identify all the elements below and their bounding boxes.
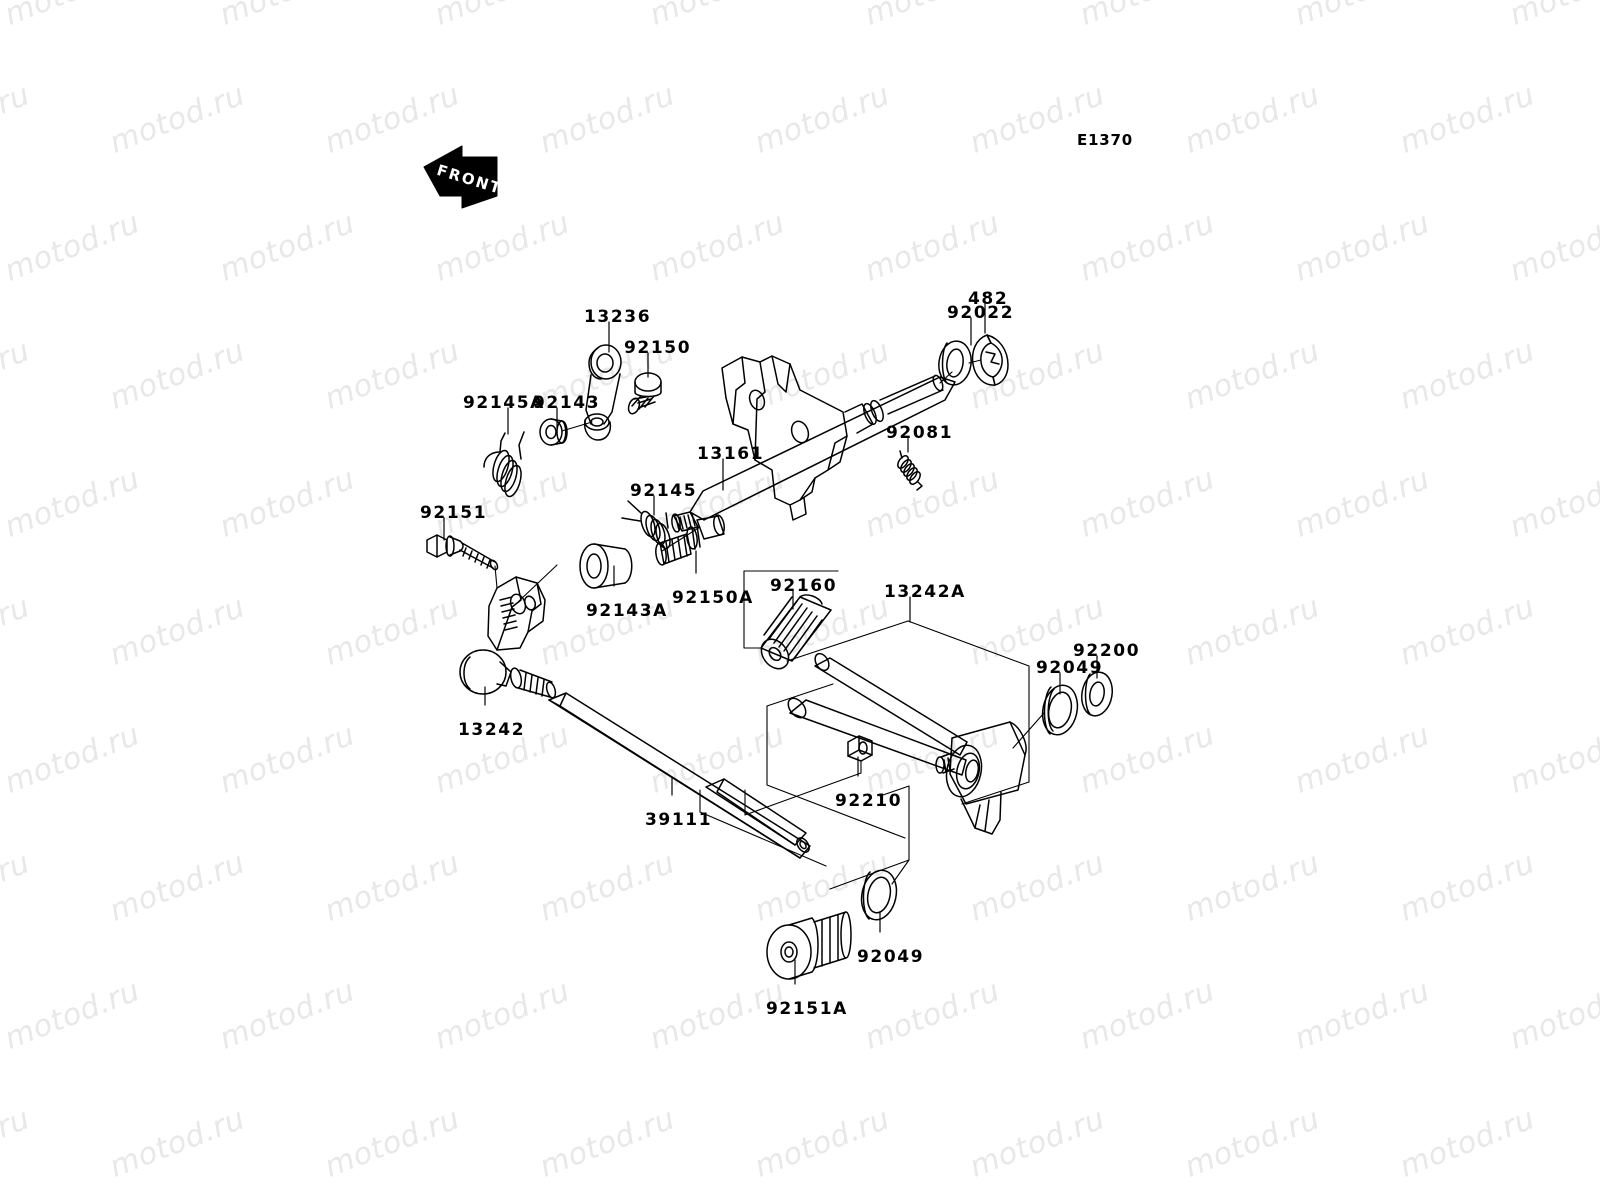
part-92160-grip bbox=[760, 594, 832, 670]
part-92049-seal-lower bbox=[860, 869, 898, 921]
part-13236-lever bbox=[583, 344, 622, 441]
part-482-eclip bbox=[971, 334, 1009, 386]
part-label-washer-thrust: 92200 bbox=[1073, 641, 1141, 661]
assembly-grouping-lines bbox=[699, 570, 1045, 890]
diagram-code: E1370 bbox=[1077, 131, 1133, 149]
part-92081-spring bbox=[897, 450, 923, 491]
part-92150A-bolt bbox=[655, 514, 725, 566]
part-label-shaft-gear-change: 13161 bbox=[697, 444, 765, 464]
part-92049-seal-upper bbox=[1041, 684, 1079, 736]
part-label-spring-tension: 92081 bbox=[886, 423, 954, 443]
part-13161-shaft bbox=[671, 355, 956, 533]
part-92200-washer bbox=[1080, 671, 1114, 717]
part-label-clip-e-ring: 482 bbox=[968, 289, 1009, 309]
part-92022-washer bbox=[938, 340, 972, 386]
part-92210-nut bbox=[847, 735, 873, 762]
part-label-seal-oil-upper: 92049 bbox=[1036, 658, 1104, 678]
part-label-nut-lock: 92210 bbox=[835, 791, 903, 811]
leader-lines bbox=[443, 303, 1098, 985]
part-39111-tierod bbox=[548, 692, 811, 859]
part-92143A-collar bbox=[579, 543, 633, 589]
part-92145A-spring bbox=[483, 431, 525, 498]
front-arrow-icon bbox=[423, 145, 498, 209]
part-label-spring-torsion: 92145 bbox=[630, 481, 698, 501]
part-label-grip-rubber-pedal: 92160 bbox=[770, 576, 838, 596]
part-13242-rod bbox=[459, 576, 557, 699]
part-label-pedal-gear-change: 13242A bbox=[884, 582, 966, 602]
part-label-collar-small: 92143 bbox=[533, 393, 601, 413]
part-92151-bolt bbox=[426, 534, 499, 571]
part-label-bolt-shouldered-long: 92150A bbox=[672, 588, 754, 608]
part-label-seal-oil-lower: 92049 bbox=[857, 947, 925, 967]
part-label-washer-plain: 92022 bbox=[947, 303, 1015, 323]
part-label-spring-torsion-return: 92145A bbox=[463, 393, 545, 413]
part-92151A-bolt bbox=[766, 911, 852, 980]
connector-lines bbox=[494, 359, 982, 602]
part-label-collar-large: 92143A bbox=[586, 601, 668, 621]
part-92145-spring bbox=[621, 500, 671, 550]
part-label-bolt-shouldered: 92150 bbox=[624, 338, 692, 358]
part-label-lever-shift-rod: 13236 bbox=[584, 307, 652, 327]
part-92150-bolt bbox=[627, 372, 662, 415]
part-label-rod-shift-ball-joint: 13242 bbox=[458, 720, 526, 740]
part-92143-collar bbox=[539, 418, 568, 446]
part-label-rod-tie: 39111 bbox=[645, 810, 713, 830]
part-label-bolt-flanged-pinch: 92151 bbox=[420, 503, 488, 523]
part-label-bolt-pivot-pedal: 92151A bbox=[766, 999, 848, 1019]
